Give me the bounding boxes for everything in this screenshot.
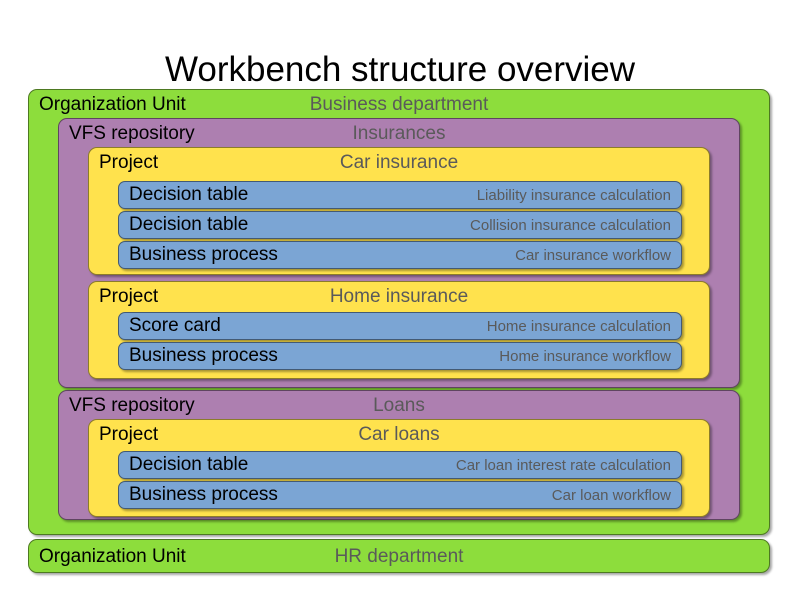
vfs-repository-header: VFS repository Insurances [59,119,739,149]
asset-name-label: Car loan interest rate calculation [455,456,671,474]
organization-unit-header: Organization Unit HR department [29,540,769,574]
asset-row: Decision table Car loan interest rate ca… [119,452,681,478]
asset-row: Decision table Liability insurance calcu… [119,182,681,208]
asset-type-label: Score card [129,315,221,336]
asset-type-label: Decision table [129,214,249,235]
asset-type-label: Decision table [129,454,249,475]
asset-business-process[interactable]: Business process Home insurance workflow [118,342,682,370]
asset-name-label: Car loan workflow [551,486,671,504]
asset-type-label: Business process [129,484,278,505]
project-name-label: Car insurance [339,152,459,173]
asset-type-label: Business process [129,345,278,366]
project-type-label: Project [99,286,159,307]
asset-name-label: Collision insurance calculation [470,216,671,234]
asset-row: Business process Home insurance workflow [119,343,681,369]
asset-type-label: Decision table [129,184,249,205]
asset-decision-table[interactable]: Decision table Collision insurance calcu… [118,211,682,239]
project-header: Project Home insurance [89,282,709,312]
page-title: Workbench structure overview [164,50,636,90]
project-name-label: Home insurance [329,286,469,307]
asset-name-label: Car insurance workflow [515,246,671,264]
asset-row: Business process Car loan workflow [119,482,681,508]
asset-type-label: Business process [129,244,278,265]
asset-name-label: Home insurance workflow [499,347,671,365]
vfs-repository-type-label: VFS repository [69,395,195,416]
organization-unit-type-label: Organization Unit [39,94,186,115]
asset-business-process[interactable]: Business process Car loan workflow [118,481,682,509]
project-type-label: Project [99,424,159,445]
project-type-label: Project [99,152,159,173]
project-header: Project Car loans [89,420,709,450]
organization-unit-type-label: Organization Unit [39,546,186,567]
asset-name-label: Liability insurance calculation [476,186,671,204]
project-header: Project Car insurance [89,148,709,178]
organization-unit-header: Organization Unit Business department [29,90,769,120]
asset-row: Decision table Collision insurance calcu… [119,212,681,238]
asset-name-label: Home insurance calculation [486,317,671,335]
vfs-repository-type-label: VFS repository [69,123,195,144]
asset-business-process[interactable]: Business process Car insurance workflow [118,241,682,269]
asset-decision-table[interactable]: Decision table Liability insurance calcu… [118,181,682,209]
organization-unit-hr-department[interactable]: Organization Unit HR department [28,539,770,573]
vfs-repository-header: VFS repository Loans [59,391,739,421]
asset-score-card[interactable]: Score card Home insurance calculation [118,312,682,340]
asset-row: Score card Home insurance calculation [119,313,681,339]
project-name-label: Car loans [358,424,440,445]
asset-decision-table[interactable]: Decision table Car loan interest rate ca… [118,451,682,479]
asset-row: Business process Car insurance workflow [119,242,681,268]
